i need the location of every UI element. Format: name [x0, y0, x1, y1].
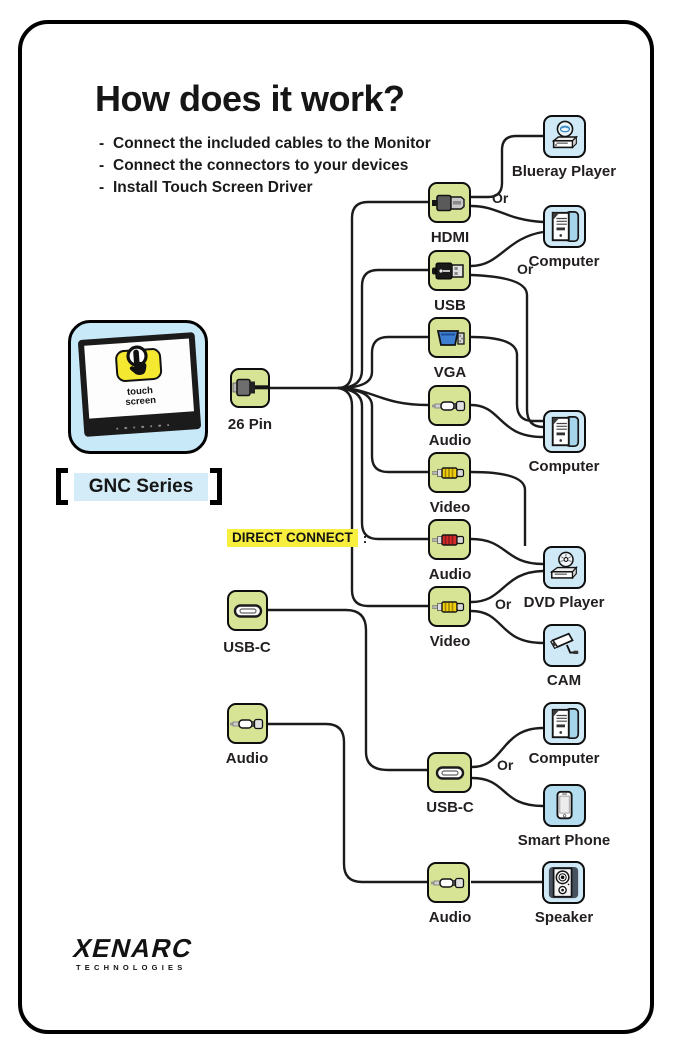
usb-plug-icon	[431, 262, 464, 279]
rca-video-icon	[431, 600, 464, 613]
instruction-text: Connect the connectors to your devices	[113, 157, 409, 174]
xenarc-logo: XENARC TECHNOLOGIES	[70, 933, 197, 972]
series-label: GNC Series	[74, 473, 208, 501]
blueray-player-icon	[551, 120, 578, 149]
audio-connector-box-1	[428, 385, 471, 426]
bullet-marker: -	[99, 135, 105, 152]
video-label-1: Video	[429, 499, 471, 516]
usb-label: USB	[434, 297, 466, 314]
computer-label-3: Computer	[528, 750, 600, 767]
page-title: How does it work?	[95, 78, 405, 119]
vga-plug-icon	[436, 329, 465, 346]
audio-label-2: Audio	[428, 566, 472, 583]
vga-label: VGA	[433, 364, 467, 381]
computer-box-3	[543, 702, 586, 745]
26pin-connector-box	[230, 368, 270, 408]
smart-phone-label: Smart Phone	[517, 832, 611, 849]
speaker-icon	[548, 866, 578, 898]
usbc-port-icon	[233, 603, 262, 618]
logo-sub-text: TECHNOLOGIES	[76, 963, 187, 972]
video-connector-box-1	[428, 452, 471, 493]
26pin-label: 26 Pin	[227, 416, 273, 433]
direct-connect-highlight: DIRECT CONNECT	[227, 529, 358, 547]
instruction-item: -Install Touch Screen Driver	[99, 177, 431, 199]
bullet-marker: -	[99, 179, 105, 196]
smart-phone-icon	[556, 790, 573, 819]
direct-connect-heading: DIRECT CONNECT :	[227, 529, 367, 547]
cam-label: CAM	[546, 672, 582, 689]
or-label-2: Or	[517, 261, 534, 277]
computer-tower-icon	[551, 210, 579, 242]
monitor-buttons	[115, 423, 170, 430]
or-label-1: Or	[492, 190, 509, 206]
blueray-player-box	[543, 115, 586, 158]
computer-label-2: Computer	[528, 458, 600, 475]
hdmi-label: HDMI	[430, 229, 470, 246]
instruction-list: -Connect the included cables to the Moni…	[99, 133, 431, 199]
speaker-label: Speaker	[534, 909, 594, 926]
smart-phone-box	[543, 784, 586, 827]
direct-connect-colon: :	[362, 530, 368, 546]
monitor-screen: touch screen	[84, 338, 194, 419]
instruction-text: Install Touch Screen Driver	[113, 179, 313, 196]
vga-connector-box	[428, 317, 471, 358]
audio-jack-icon	[431, 400, 465, 411]
bullet-marker: -	[99, 157, 105, 174]
poster-border	[18, 20, 654, 1034]
blueray-player-label: Blueray Player	[511, 163, 617, 180]
cam-box	[543, 624, 586, 667]
computer-box-1	[543, 205, 586, 248]
dvd-player-label: DVD Player	[523, 594, 605, 611]
usbc-port-icon	[435, 765, 464, 780]
computer-label-1: Computer	[528, 253, 600, 270]
audio-jack-icon	[229, 718, 263, 729]
video-connector-box-2	[428, 586, 471, 627]
computer-tower-icon	[551, 415, 579, 447]
usb-connector-box	[428, 250, 471, 291]
or-label-3: Or	[495, 596, 512, 612]
26pin-plug-icon	[232, 378, 268, 397]
usbc-label-right: USB-C	[426, 799, 474, 816]
or-label-4: Or	[497, 757, 514, 773]
right-bracket	[210, 468, 222, 505]
audio-connector-box-right	[427, 862, 470, 903]
security-camera-icon	[549, 632, 578, 654]
left-bracket	[56, 468, 68, 505]
computer-box-2	[543, 410, 586, 453]
dvd-player-box	[543, 546, 586, 589]
audio-label-right: Audio	[428, 909, 472, 926]
hdmi-plug-icon	[431, 194, 465, 211]
usbc-label-left: USB-C	[223, 639, 271, 656]
touch-hand-icon	[125, 345, 148, 375]
rca-audio-icon	[431, 533, 464, 546]
instruction-item: -Connect the included cables to the Moni…	[99, 133, 431, 155]
usbc-connector-box-right	[427, 752, 472, 793]
audio-connector-box-2	[428, 519, 471, 560]
instruction-item: -Connect the connectors to your devices	[99, 155, 431, 177]
audio-label-left: Audio	[225, 750, 269, 767]
usbc-connector-box-left	[227, 590, 268, 631]
monitor-illustration: touch screen	[68, 320, 208, 454]
video-label-2: Video	[429, 633, 471, 650]
instruction-text: Connect the included cables to the Monit…	[113, 135, 431, 152]
logo-brand-text: XENARC	[70, 933, 197, 963]
hdmi-connector-box	[428, 182, 471, 223]
rca-video-icon	[431, 466, 464, 479]
computer-tower-icon	[551, 707, 579, 739]
audio-label-1: Audio	[428, 432, 472, 449]
audio-jack-icon	[430, 877, 464, 888]
monitor-bezel: touch screen	[77, 332, 202, 437]
touch-screen-label: touch screen	[124, 385, 157, 408]
audio-connector-box-left	[227, 703, 268, 744]
dvd-player-icon	[549, 551, 578, 579]
speaker-box	[542, 861, 585, 904]
